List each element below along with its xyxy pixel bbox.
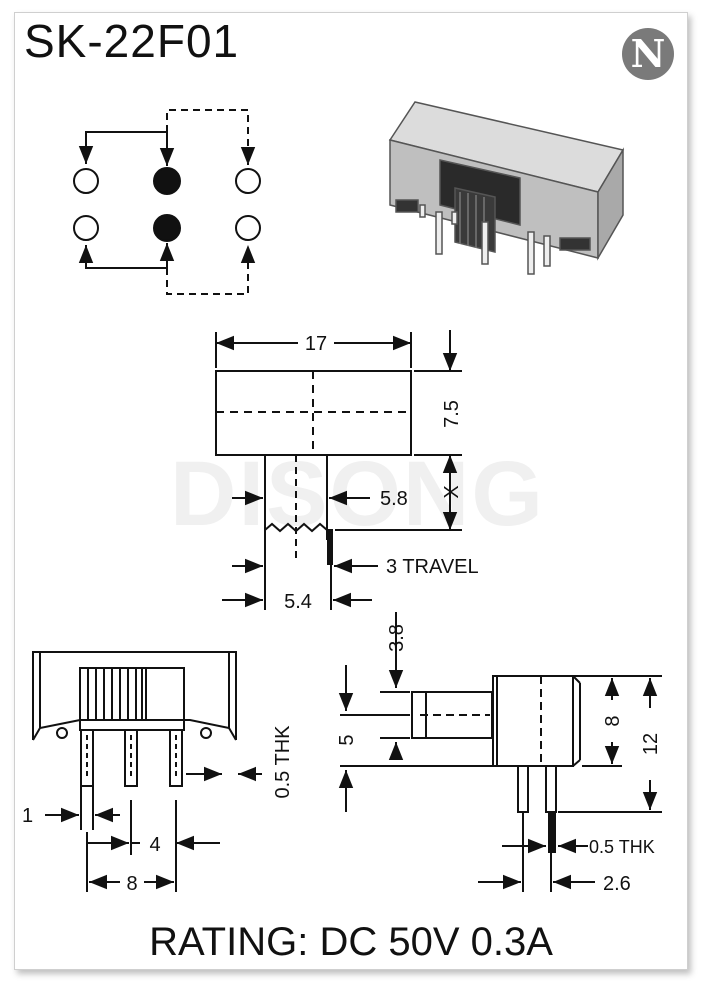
dim-12: 12 (640, 733, 662, 755)
dim-5: 5 (336, 734, 358, 745)
dim-8: 8 (602, 715, 624, 726)
dim-3-8: 3.8 (386, 624, 408, 652)
switch-product-photo (388, 101, 625, 275)
rating-text: RATING: DC 50V 0.3A (149, 920, 553, 964)
dim-7-5: 7.5 (441, 400, 463, 428)
watermark: DISONG (170, 443, 545, 545)
circuit-schematic (73, 109, 261, 295)
dim-x: X (441, 485, 463, 498)
top-view (215, 330, 462, 610)
circle-n-logo-icon: N (622, 28, 674, 80)
front-view (32, 651, 262, 892)
logo-letter: N (630, 31, 666, 76)
dim-pitch-4: 4 (149, 834, 160, 856)
dim-pin-1: 1 (22, 805, 33, 827)
side-view (338, 612, 662, 892)
dim-17: 17 (305, 333, 327, 355)
dim-2-6: 2.6 (603, 873, 631, 895)
dim-5-4: 5.4 (284, 591, 312, 613)
dim-span-8: 8 (126, 873, 137, 895)
page-title: SK-22F01 (24, 15, 240, 67)
dim-thk-left: 0.5 THK (272, 725, 294, 799)
dim-thk-right: 0.5 THK (589, 837, 655, 857)
dim-travel: 3 TRAVEL (386, 556, 479, 578)
dim-5-8: 5.8 (380, 488, 408, 510)
